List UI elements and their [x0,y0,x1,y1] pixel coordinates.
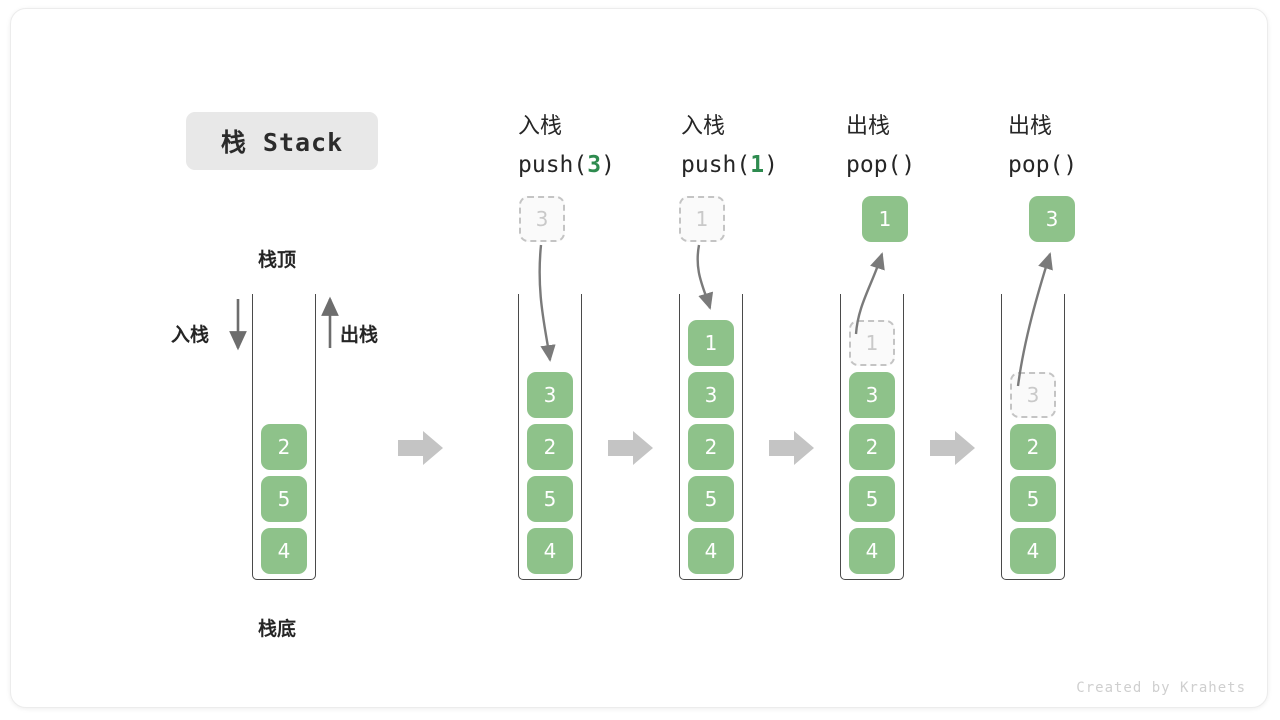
code-argument: 1 [750,152,765,178]
stage-header-code: push(3) [518,146,615,184]
stage-header-push-1: 入栈 push(1) [681,108,778,184]
stack-cell: 5 [849,476,895,522]
stack-cell: 4 [688,528,734,574]
code-prefix: push( [518,152,588,178]
stack-container-push-3 [518,294,582,580]
stack-cell: 2 [527,424,573,470]
stage-header-pop-1: 出栈 pop() [846,108,915,184]
stack-cell: 2 [261,424,307,470]
stack-cell: 3 [688,372,734,418]
stack-cell: 4 [527,528,573,574]
stack-container-pop-1 [840,294,904,580]
diagram-title: 栈 Stack [186,112,378,170]
stack-cell: 1 [688,320,734,366]
code-prefix: pop( [1008,152,1064,178]
code-suffix: ) [901,152,916,178]
stack-container-pop-3 [1001,294,1065,580]
stack-cell: 5 [1010,476,1056,522]
stack-cell: 5 [527,476,573,522]
pop-direction-label: 出栈 [340,324,379,346]
code-suffix: ) [601,152,615,178]
stack-cell: 4 [1010,528,1056,574]
stack-cell: 2 [688,424,734,470]
stack-cell-ghost: 1 [849,320,895,366]
stage-header-code: push(1) [681,146,778,184]
stack-cell: 4 [849,528,895,574]
stack-cell: 2 [849,424,895,470]
stack-top-label: 栈顶 [258,249,297,271]
stack-cell-ghost: 3 [1010,372,1056,418]
stack-cell: 5 [261,476,307,522]
code-prefix: push( [681,152,751,178]
stack-cell: 3 [527,372,573,418]
stack-bottom-label: 栈底 [258,618,297,640]
stage-header-code: pop() [1008,146,1077,184]
code-argument: 3 [587,152,602,178]
stack-cell: 5 [688,476,734,522]
stage-header-cn: 出栈 [1008,114,1053,139]
stage-header-push-3: 入栈 push(3) [518,108,615,184]
stage-header-pop-3: 出栈 pop() [1008,108,1077,184]
code-suffix: ) [1063,152,1078,178]
push-direction-label: 入栈 [171,324,210,346]
credit-text: Created by Krahets [1076,680,1246,696]
stack-cell: 2 [1010,424,1056,470]
stack-container-push-1 [679,294,743,580]
popped-cell-3: 3 [1029,196,1075,242]
stage-header-cn: 入栈 [518,114,563,139]
floating-cell-push-3: 3 [519,196,565,242]
floating-cell-push-1: 1 [679,196,725,242]
code-suffix: ) [764,152,778,178]
stack-cell: 4 [261,528,307,574]
stage-header-cn: 入栈 [681,114,726,139]
code-prefix: pop( [846,152,902,178]
stack-container-initial [252,294,316,580]
stack-cell: 3 [849,372,895,418]
stage-header-code: pop() [846,146,915,184]
stage-header-cn: 出栈 [846,114,891,139]
popped-cell-1: 1 [862,196,908,242]
